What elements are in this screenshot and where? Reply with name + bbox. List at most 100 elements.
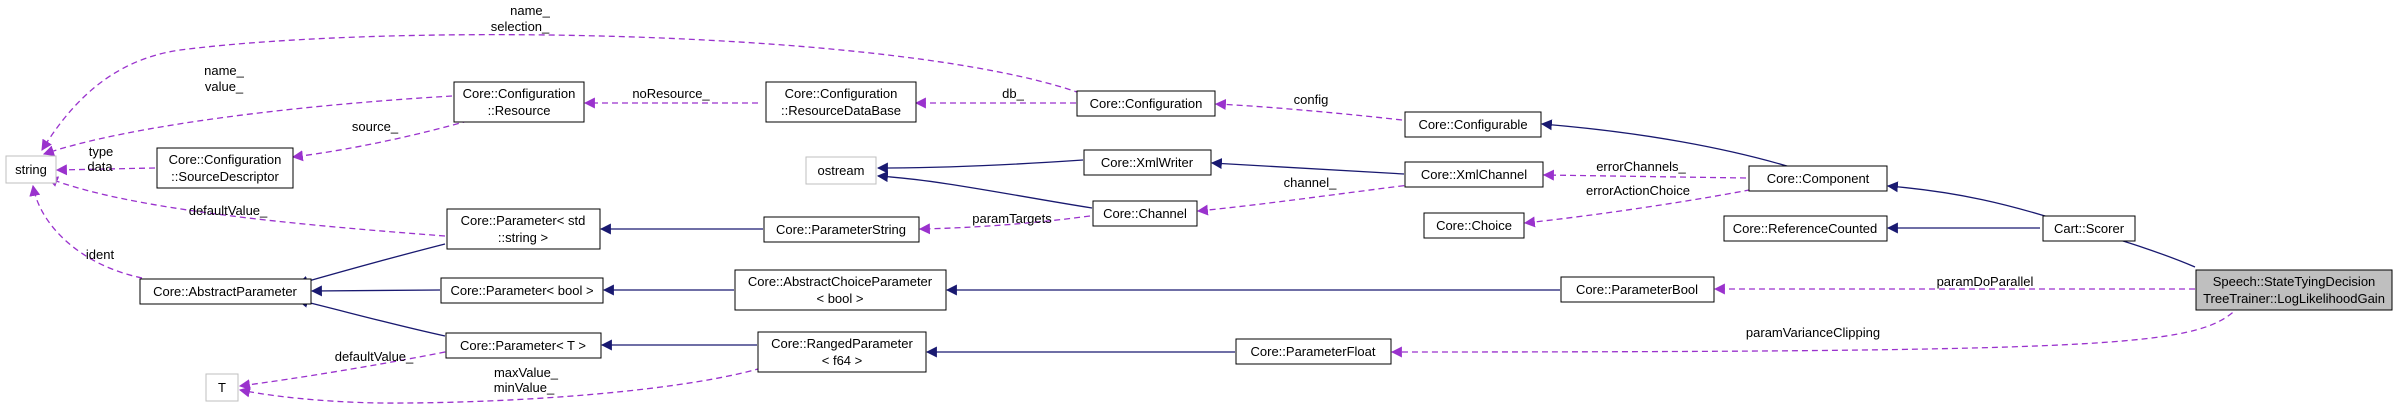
node-parameter-float[interactable]: Core::ParameterFloat	[1235, 338, 1392, 365]
label-name-selection-1: name_	[510, 3, 551, 18]
node-abstract-parameter[interactable]: Core::AbstractParameter	[139, 278, 312, 305]
node-abstract-choice-param-line1: Core::AbstractChoiceParameter	[748, 274, 933, 289]
label-no-resource: noResource_	[632, 86, 710, 101]
label-config: config	[1294, 92, 1329, 107]
edge-component-to-configurable	[1540, 119, 1801, 171]
node-param-t-label: Core::Parameter< T >	[460, 338, 586, 353]
node-abstract-choice-param[interactable]: Core::AbstractChoiceParameter < bool >	[734, 269, 947, 311]
node-ostream-label: ostream	[818, 163, 865, 178]
node-source-descriptor-line2: ::SourceDescriptor	[171, 169, 279, 184]
edge-abstractparam-to-string	[29, 184, 143, 279]
node-param-std-string-line2: ::string >	[498, 230, 548, 245]
edge-paramt-to-abstractparam	[296, 296, 446, 337]
node-source-descriptor[interactable]: Core::Configuration ::SourceDescriptor	[156, 147, 294, 189]
label-max-value: maxValue_	[494, 365, 559, 380]
node-channel-label: Core::Channel	[1103, 206, 1187, 221]
node-component[interactable]: Core::Component	[1748, 165, 1888, 192]
node-string-label: string	[15, 162, 47, 177]
label-data: data	[87, 159, 113, 174]
edge-scorer-to-component	[1886, 181, 2059, 221]
node-param-bool-label: Core::Parameter< bool >	[450, 283, 593, 298]
label-name-value-2: value_	[205, 79, 244, 94]
label-error-action-choice: errorActionChoice	[1586, 183, 1690, 198]
label-ident: ident	[86, 247, 115, 262]
node-param-bool[interactable]: Core::Parameter< bool >	[440, 277, 604, 304]
inheritance-edges	[296, 119, 2196, 358]
node-t-label: T	[218, 380, 226, 395]
label-param-targets: paramTargets	[972, 211, 1052, 226]
node-configurable[interactable]: Core::Configurable	[1404, 111, 1542, 138]
node-component-label: Core::Component	[1767, 171, 1870, 186]
label-name-selection-2: selection_	[491, 19, 550, 34]
edge-paramstd-to-abstractparam	[296, 243, 446, 287]
edge-channel-to-paramstring	[918, 215, 1091, 235]
label-type: type	[89, 144, 114, 159]
node-choice[interactable]: Core::Choice	[1423, 212, 1525, 239]
node-source-descriptor-line1: Core::Configuration	[169, 152, 282, 167]
edge-xmlwriter-to-ostream	[876, 159, 1084, 174]
node-param-std-string[interactable]: Core::Parameter< std ::string >	[446, 208, 601, 250]
label-source: source_	[352, 119, 399, 134]
node-parameter-bool[interactable]: Core::ParameterBool	[1560, 276, 1715, 303]
edge-configuration-to-string	[41, 33, 1081, 151]
edge-ranged-to-t	[238, 361, 781, 404]
node-parameter-bool-label: Core::ParameterBool	[1576, 282, 1698, 297]
node-ranged-param[interactable]: Core::RangedParameter < f64 >	[757, 331, 927, 373]
node-parameter-string[interactable]: Core::ParameterString	[763, 216, 920, 243]
node-config-resource-line2: ::Resource	[488, 103, 551, 118]
node-t[interactable]: T	[205, 373, 239, 402]
node-configurable-label: Core::Configurable	[1418, 117, 1527, 132]
edge-xmlchannel-to-channel	[1196, 181, 1435, 216]
node-config-resource[interactable]: Core::Configuration ::Resource	[453, 81, 585, 123]
node-config-resourcedb-line2: ::ResourceDataBase	[781, 103, 901, 118]
label-default-value-bottom: defaultValue_	[335, 349, 414, 364]
edge-paramt-to-t	[238, 349, 456, 391]
usage-edges	[29, 33, 2241, 404]
label-error-channels: errorChannels_	[1596, 159, 1686, 174]
node-xml-channel-label: Core::XmlChannel	[1421, 167, 1527, 182]
node-abstract-parameter-label: Core::AbstractParameter	[153, 284, 297, 299]
node-xml-channel[interactable]: Core::XmlChannel	[1404, 161, 1544, 188]
node-reference-counted-label: Core::ReferenceCounted	[1733, 221, 1878, 236]
node-reference-counted[interactable]: Core::ReferenceCounted	[1723, 215, 1888, 242]
edge-parambool-to-abstractparam	[310, 285, 441, 297]
node-configuration-label: Core::Configuration	[1090, 96, 1203, 111]
node-main-line2: TreeTrainer::LogLikelihoodGain	[2203, 291, 2385, 306]
label-db: db_	[1002, 86, 1024, 101]
node-string[interactable]: string	[5, 155, 57, 184]
node-configuration[interactable]: Core::Configuration	[1076, 90, 1216, 117]
node-scorer-label: Cart::Scorer	[2054, 221, 2125, 236]
label-param-do-parallel: paramDoParallel	[1937, 274, 2034, 289]
node-ranged-param-line2: < f64 >	[822, 353, 862, 368]
edge-sourcedesc-to-string	[55, 164, 156, 176]
node-channel[interactable]: Core::Channel	[1092, 200, 1198, 227]
label-default-value-top: defaultValue_	[189, 203, 268, 218]
edge-configurable-to-configuration	[1214, 98, 1403, 121]
edge-resource-to-string	[42, 95, 453, 157]
edge-paramstd-to-string	[46, 176, 446, 237]
node-ostream[interactable]: ostream	[805, 156, 877, 185]
node-ranged-param-line1: Core::RangedParameter	[771, 336, 913, 351]
node-main[interactable]: Speech::StateTyingDecision TreeTrainer::…	[2195, 269, 2393, 311]
node-xml-writer[interactable]: Core::XmlWriter	[1083, 149, 1212, 176]
node-parameter-string-label: Core::ParameterString	[776, 222, 906, 237]
edge-component-to-choice	[1523, 185, 1771, 228]
node-main-line1: Speech::StateTyingDecision	[2213, 274, 2376, 289]
node-config-resourcedb-line1: Core::Configuration	[785, 86, 898, 101]
node-parameter-float-label: Core::ParameterFloat	[1251, 344, 1376, 359]
edge-resource-to-sourcedesc	[291, 117, 479, 162]
label-channel: channel_	[1284, 175, 1338, 190]
node-scorer[interactable]: Cart::Scorer	[2042, 215, 2136, 242]
node-config-resource-line1: Core::Configuration	[463, 86, 576, 101]
node-config-resourcedb[interactable]: Core::Configuration ::ResourceDataBase	[765, 81, 917, 123]
node-param-std-string-line1: Core::Parameter< std	[461, 213, 586, 228]
node-abstract-choice-param-line2: < bool >	[817, 291, 864, 306]
label-min-value: minValue_	[494, 380, 555, 395]
label-param-variance-clipping: paramVarianceClipping	[1746, 325, 1880, 340]
edge-xmlchannel-to-xmlwriter	[1210, 158, 1405, 175]
nodes: string ostream T Core::Configuration ::R…	[5, 81, 2393, 402]
node-param-t[interactable]: Core::Parameter< T >	[445, 332, 602, 359]
edge-main-to-paramfloat	[1390, 305, 2241, 358]
